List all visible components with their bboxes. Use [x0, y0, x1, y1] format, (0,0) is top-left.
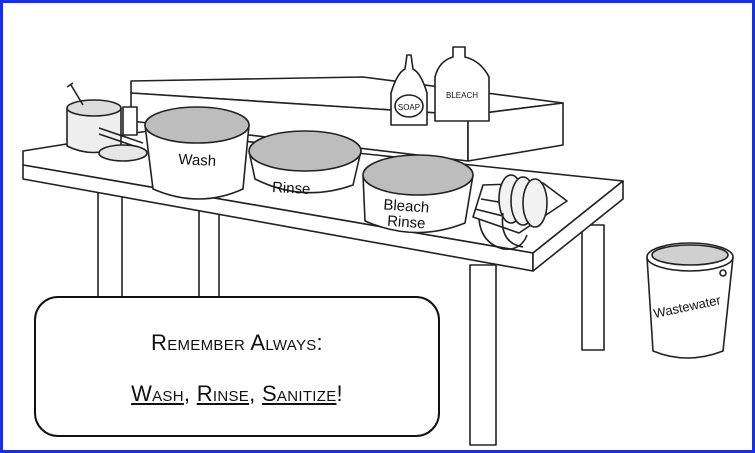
bleach-label: BLEACH: [446, 91, 478, 100]
bleach-bottle: [435, 47, 489, 121]
step-sanitize: Sanitize: [262, 381, 337, 406]
reminder-callout: Remember Always: Wash, Rinse, Sanitize!: [34, 296, 440, 437]
soap-bottle: [391, 55, 427, 125]
exclamation: !: [337, 381, 343, 406]
reminder-steps: Wash, Rinse, Sanitize!: [36, 381, 438, 407]
separator: ,: [249, 381, 262, 406]
soap-label: SOAP: [398, 103, 420, 112]
step-rinse: Rinse: [197, 381, 249, 406]
wash-label: Wash: [178, 151, 217, 170]
reminder-title: Remember Always:: [36, 330, 438, 356]
bleach-rinse-label-line2: Rinse: [387, 213, 426, 233]
separator: ,: [184, 381, 197, 406]
step-wash: Wash: [131, 381, 184, 406]
rinse-label: Rinse: [272, 179, 311, 198]
